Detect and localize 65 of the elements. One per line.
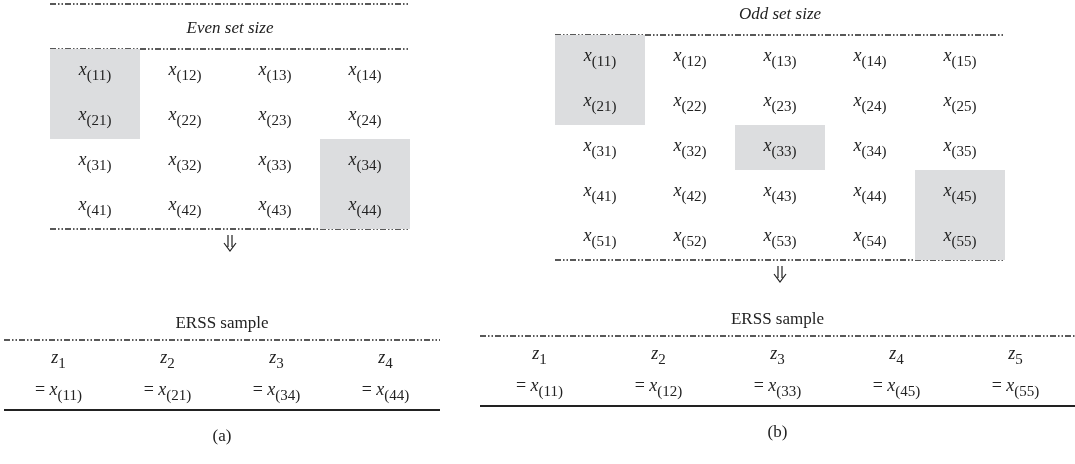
matrix-entry: x$_{(45)}$ [943,180,977,205]
sample-entry: z$_{3}$ [269,346,284,372]
matrix-entry: x$_{(34)}$ [348,149,382,174]
matrix-entry: x$_{(32)}$ [673,135,707,160]
matrix-entry: x$_{(14)}$ [853,45,887,70]
matrix-entry: x$_{(13)}$ [763,45,797,70]
sample-entry: z$_{4}$ [889,342,904,368]
matrix-entry: x$_{(33)}$ [763,135,797,160]
matrix-entry: x$_{(21)}$ [78,104,112,129]
matrix-entry: x$_{(13)}$ [258,59,292,84]
matrix-entry: x$_{(24)}$ [853,90,887,115]
sample-entry: z$_{2}$ [160,346,175,372]
panel-label: (a) [211,426,233,446]
matrix-entry: x$_{(22)}$ [168,104,202,129]
matrix-entry: x$_{(31)}$ [583,135,617,160]
sample-entry: z$_{5}$ [1008,342,1023,368]
matrix-entry: x$_{(35)}$ [943,135,977,160]
matrix-entry: x$_{(42)}$ [673,180,707,205]
matrix-entry: x$_{(12)}$ [168,59,202,84]
matrix-entry: x$_{(42)}$ [168,194,202,219]
sample-entry: = x$_{(11)}$ [515,374,564,400]
matrix-entry: x$_{(15)}$ [943,45,977,70]
sample-entry: = x$_{(12)}$ [634,374,683,400]
matrix-entry: x$_{(54)}$ [853,225,887,250]
matrix-entry: x$_{(21)}$ [583,90,617,115]
matrix-entry: x$_{(11)}$ [78,59,112,84]
matrix-entry: x$_{(25)}$ [943,90,977,115]
matrix-entry: x$_{(12)}$ [673,45,707,70]
sample-entry: = x$_{(55)}$ [991,374,1040,400]
table-title: ERSS sample [729,309,825,329]
sample-entry: = x$_{(45)}$ [872,374,921,400]
matrix-entry: x$_{(41)}$ [583,180,617,205]
matrix-entry: x$_{(24)}$ [348,104,382,129]
matrix-entry: x$_{(32)}$ [168,149,202,174]
matrix-entry: x$_{(31)}$ [78,149,112,174]
matrix-entry: x$_{(55)}$ [943,225,977,250]
panel-label: (b) [766,422,789,442]
matrix-entry: x$_{(52)}$ [673,225,707,250]
matrix-entry: x$_{(14)}$ [348,59,382,84]
matrix-entry: x$_{(22)}$ [673,90,707,115]
matrix-entry: x$_{(23)}$ [258,104,292,129]
table-title: ERSS sample [174,313,270,333]
matrix-entry: x$_{(33)}$ [258,149,292,174]
matrix-entry: x$_{(11)}$ [583,45,617,70]
matrix-entry: x$_{(34)}$ [853,135,887,160]
sample-entry: = x$_{(44)}$ [361,378,410,404]
matrix-entry: x$_{(41)}$ [78,194,112,219]
table-title: Odd set size [737,4,823,24]
matrix-entry: x$_{(23)}$ [763,90,797,115]
matrix-entry: x$_{(44)}$ [348,194,382,219]
matrix-entry: x$_{(43)}$ [763,180,797,205]
sample-entry: = x$_{(21)}$ [143,378,192,404]
sample-entry: z$_{1}$ [51,346,66,372]
matrix-entry: x$_{(44)}$ [853,180,887,205]
sample-entry: z$_{1}$ [532,342,547,368]
matrix-entry: x$_{(53)}$ [763,225,797,250]
table-title: Even set size [185,18,275,38]
matrix-entry: x$_{(51)}$ [583,225,617,250]
sample-entry: z$_{4}$ [378,346,393,372]
sample-entry: = x$_{(33)}$ [753,374,802,400]
matrix-entry: x$_{(43)}$ [258,194,292,219]
sample-entry: z$_{2}$ [651,342,666,368]
sample-entry: z$_{3}$ [770,342,785,368]
sample-entry: = x$_{(34)}$ [252,378,301,404]
sample-entry: = x$_{(11)}$ [34,378,83,404]
